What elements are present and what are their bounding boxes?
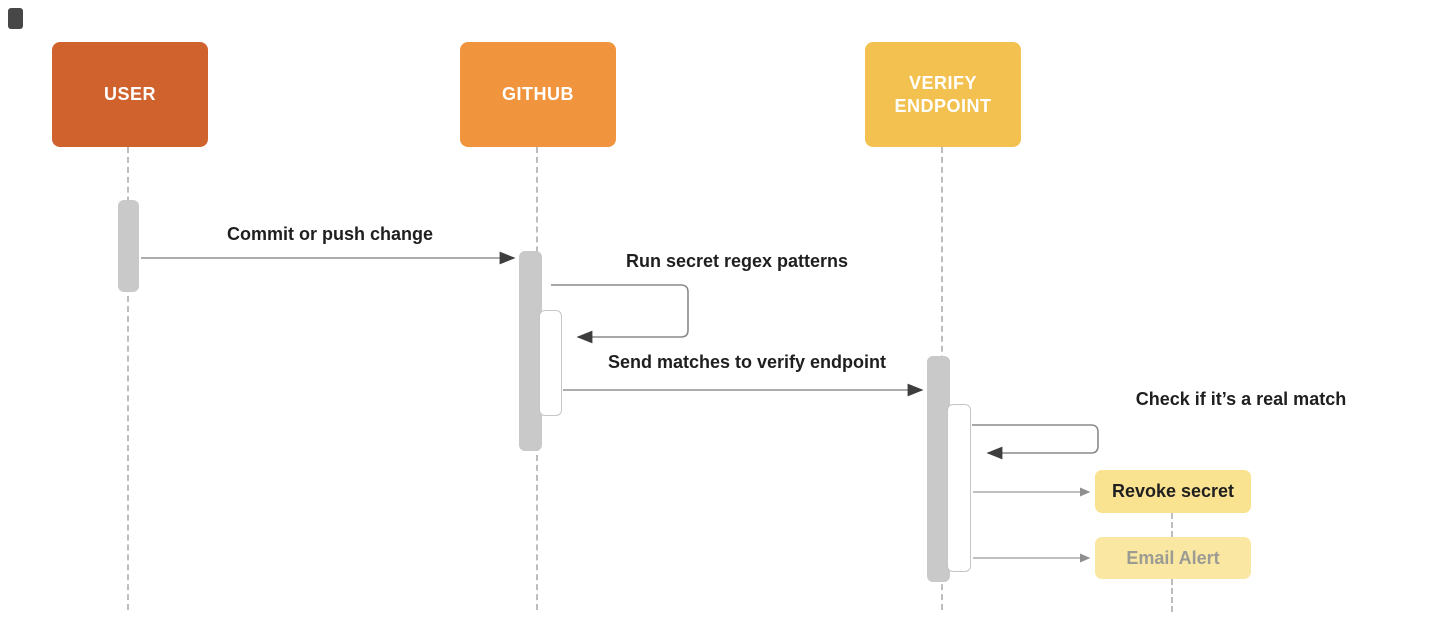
corner-artifact — [8, 8, 23, 29]
node-revoke-secret-label: Revoke secret — [1111, 481, 1235, 501]
node-revoke-secret: Revoke secret — [1095, 470, 1251, 513]
message-check-label: Check if it’s a real match — [1135, 389, 1347, 409]
actor-verify-endpoint: VERIFY ENDPOINT — [865, 42, 1021, 147]
actor-user-label: USER — [103, 84, 156, 105]
node-email-alert-label: Email Alert — [1126, 547, 1220, 568]
lifeline-note-lower — [1171, 579, 1173, 612]
message-commit-label: Commit or push change — [226, 224, 433, 244]
node-email-alert: Email Alert — [1095, 537, 1251, 579]
arrow-self-check — [972, 424, 1099, 460]
lifeline-note-upper — [1171, 513, 1173, 537]
actor-user: USER — [52, 42, 208, 147]
message-regex-label: Run secret regex patterns — [625, 251, 849, 271]
activation-verify — [927, 356, 950, 582]
activation-user — [118, 200, 139, 292]
lifeline-user — [127, 147, 129, 610]
actor-github-label: GITHUB — [502, 84, 574, 105]
activation-github-nested — [539, 310, 562, 416]
message-send-label: Send matches to verify endpoint — [607, 352, 887, 372]
arrow-self-regex — [551, 284, 689, 344]
activation-github — [519, 251, 542, 451]
actor-github: GITHUB — [460, 42, 616, 147]
actor-verify-endpoint-label: VERIFY ENDPOINT — [894, 73, 992, 116]
activation-verify-nested — [947, 404, 971, 572]
